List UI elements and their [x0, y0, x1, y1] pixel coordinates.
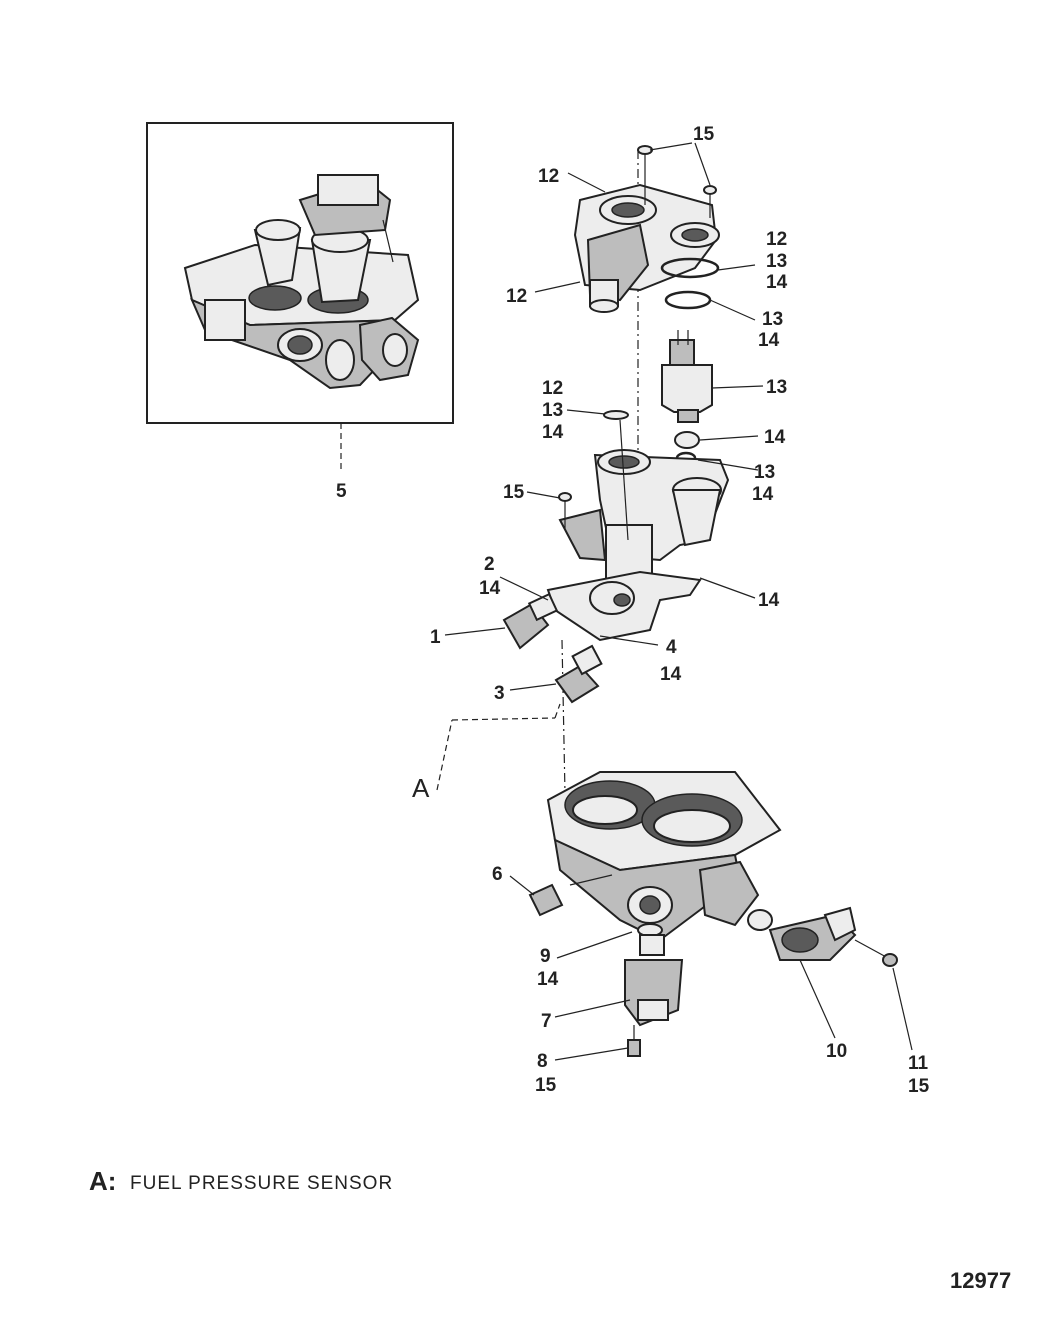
idle-air-control-valve — [624, 923, 684, 1057]
marker-a: A — [412, 773, 430, 803]
callout-14-left: 14 — [479, 578, 501, 599]
fuel-injector — [661, 330, 713, 465]
callout-4: 4 — [666, 637, 677, 658]
sensor-item-1 — [502, 592, 559, 650]
callout-8: 8 — [537, 1051, 548, 1072]
callout-14-right-d: 14 — [752, 484, 774, 505]
fuel-pressure-sensor — [554, 644, 603, 704]
flange-gasket — [546, 570, 702, 642]
callout-15-mid: 15 — [503, 482, 525, 503]
callout-2: 2 — [484, 554, 495, 575]
callout-12-top: 12 — [538, 166, 559, 187]
legend: A: FUEL PRESSURE SENSOR — [89, 1166, 393, 1196]
figure-number: 12977 — [950, 1268, 1011, 1293]
legend-text: FUEL PRESSURE SENSOR — [130, 1173, 393, 1194]
callout-14-lower: 14 — [660, 664, 682, 685]
callout-13-right-a: 13 — [766, 251, 787, 272]
callout-14-mid: 14 — [542, 422, 564, 443]
callout-13-right-b: 13 — [762, 309, 783, 330]
throttle-body — [546, 771, 782, 942]
callout-12-left: 12 — [506, 286, 527, 307]
callout-12-mid: 12 — [542, 378, 563, 399]
callout-14-right-c: 14 — [764, 427, 786, 448]
callout-15-top: 15 — [693, 124, 715, 145]
assembly-inset — [146, 122, 454, 470]
callout-11: 11 — [908, 1053, 929, 1074]
callout-13-injector: 13 — [766, 377, 787, 398]
callout-13-mid: 13 — [542, 400, 563, 421]
callout-13-right-c: 13 — [754, 462, 775, 483]
throttle-position-sensor — [747, 906, 898, 967]
callout-7: 7 — [541, 1011, 552, 1032]
fuel-meter-cover — [573, 145, 720, 313]
callout-labels: 15 12 12 13 14 12 13 14 13 12 13 14 14 1… — [336, 124, 930, 1097]
callout-9: 9 — [540, 946, 551, 967]
callout-12-right: 12 — [766, 229, 787, 250]
callout-14-right-b: 14 — [758, 330, 780, 351]
callout-15-bottom-right: 15 — [908, 1076, 930, 1097]
assembled-throttle-body-illustration — [183, 174, 420, 390]
callout-3: 3 — [494, 683, 505, 704]
callout-15-bottom-left: 15 — [535, 1075, 557, 1096]
callout-1: 1 — [430, 627, 441, 648]
plug-item-6 — [528, 883, 564, 917]
callout-6: 6 — [492, 864, 503, 885]
callout-14-right-a: 14 — [766, 272, 788, 293]
callout-14-right-e: 14 — [758, 590, 780, 611]
fuel-meter-body — [558, 410, 730, 581]
legend-letter: A: — [89, 1166, 116, 1196]
callout-5: 5 — [336, 481, 347, 502]
callout-10: 10 — [826, 1041, 847, 1062]
leader-lines — [436, 142, 913, 1061]
callout-14-bottom: 14 — [537, 969, 559, 990]
